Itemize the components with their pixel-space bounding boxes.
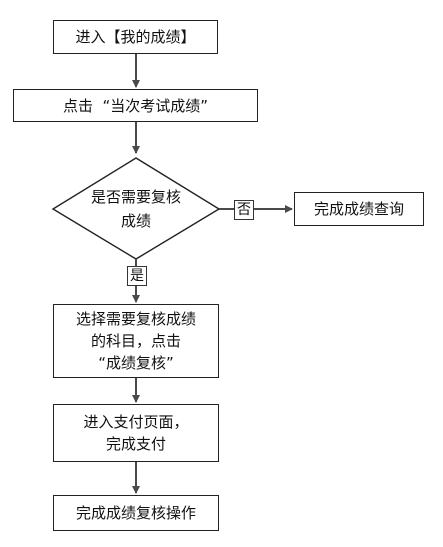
step-click-current-exam: 点击 “当次考试成绩”: [13, 89, 258, 122]
step-select-subject-line3: “成绩复核”: [98, 354, 174, 372]
step-select-subject-line1: 选择需要复核成绩: [75, 310, 196, 328]
step-payment-line2: 完成支付: [105, 435, 166, 453]
no-branch-label: 否: [234, 200, 254, 220]
result-query-complete-label: 完成成绩查询: [313, 200, 404, 218]
result-query-complete: 完成成绩查询: [294, 192, 424, 226]
step-select-subject-line2: 的科目，点击: [90, 332, 181, 350]
step-select-subject: 选择需要复核成绩 的科目，点击 “成绩复核”: [53, 304, 219, 378]
step-review-complete: 完成成绩复核操作: [53, 495, 219, 531]
yes-branch-label: 是: [127, 266, 147, 286]
decision-text: 是否需要复核 成绩: [66, 185, 206, 233]
step-review-complete-label: 完成成绩复核操作: [75, 504, 196, 522]
step-payment: 进入支付页面， 完成支付: [53, 404, 219, 462]
decision-text-line1: 是否需要复核: [90, 188, 181, 206]
step-enter-my-scores-label: 进入【我的成绩】: [75, 28, 196, 46]
step-enter-my-scores: 进入【我的成绩】: [53, 20, 218, 54]
step-payment-line1: 进入支付页面，: [83, 413, 189, 431]
step-click-current-exam-label: 点击 “当次考试成绩”: [62, 96, 209, 115]
decision-text-line2: 成绩: [120, 212, 151, 230]
